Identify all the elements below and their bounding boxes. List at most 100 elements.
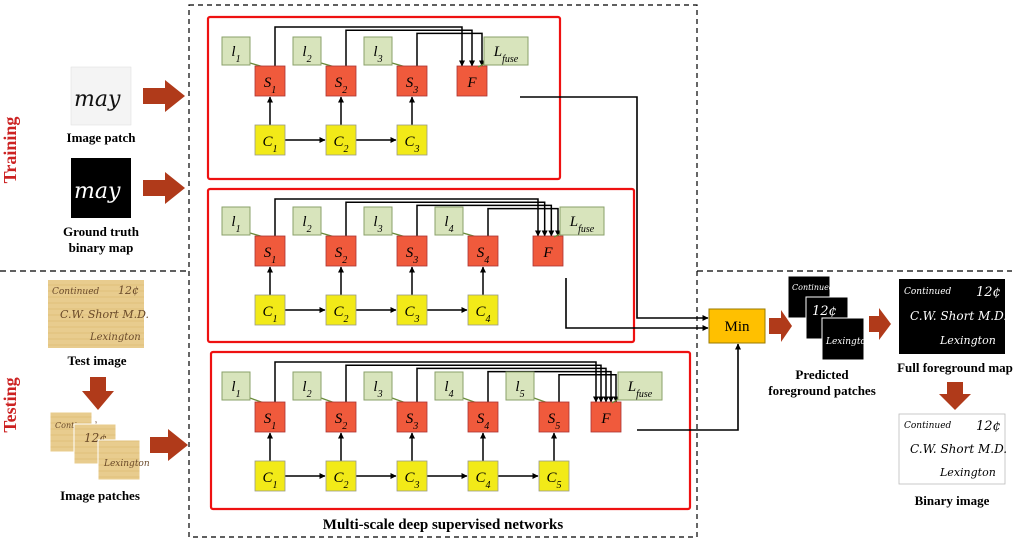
svg-text:Lexington: Lexington (825, 337, 872, 347)
net1-skip-s2 (345, 29, 475, 67)
svg-text:Lexington: Lexington (103, 459, 150, 469)
net3-s5-node (538, 401, 570, 433)
net1-skip-s1 (274, 26, 465, 67)
svg-text:Continued: Continued (904, 287, 952, 297)
net2-lfuse-node (559, 206, 605, 236)
full-foreground-map-thumbnail: Continued 12¢ C.W. Short M.D. Lexington (899, 279, 1007, 354)
network-2-border (206, 187, 636, 344)
ground-truth-thumbnail: may (71, 158, 131, 218)
arrow-patch-to-net (143, 80, 185, 112)
net1-skip-s3 (416, 32, 485, 67)
ground-truth-label-line1: Ground truth (63, 224, 140, 239)
net1-loss2-label: l2 (302, 44, 311, 65)
arrow-predicted-to-full (869, 308, 891, 340)
net3-skip-s1 (274, 361, 599, 403)
net1-c1-label: C1 (262, 134, 277, 155)
net3-s3-label: S3 (406, 411, 419, 432)
net2-loss2-label: l2 (302, 214, 311, 235)
net3-s4-node (467, 401, 499, 433)
net3-s5-label: S5 (548, 411, 561, 432)
net1-s2-label: S2 (335, 75, 348, 96)
net2-skip-s4 (487, 207, 561, 237)
net3-skip-s3 (416, 367, 609, 403)
svg-text:Lexington: Lexington (939, 466, 996, 479)
net3-loss3-node (363, 371, 393, 401)
net3-c5-node (538, 460, 570, 492)
net1-to-min-line (520, 96, 709, 321)
net1-c3-node (396, 124, 428, 156)
net1-s2-node (325, 65, 357, 97)
net3-s1-label: S1 (264, 411, 277, 432)
net2-c4-node (467, 294, 499, 326)
net2-loss4-label: l4 (444, 214, 453, 235)
net1-s1-node (254, 65, 286, 97)
network-2: F Lfuse (206, 187, 636, 344)
net2-s2-label: S2 (335, 245, 348, 266)
full-foreground-label: Full foreground map (897, 360, 1013, 375)
net2-c1-node (254, 294, 286, 326)
network-1-border (206, 15, 562, 181)
net2-to-min-line (565, 278, 709, 331)
net2-loss3-node (363, 206, 393, 236)
svg-text:Lexington: Lexington (89, 332, 141, 343)
net1-s1-label: S1 (264, 75, 277, 96)
net3-c4-label: C4 (475, 470, 490, 491)
svg-text:Continued: Continued (904, 421, 952, 431)
net2-c3-node (396, 294, 428, 326)
net3-c1-node (254, 460, 286, 492)
net1-s3-label: S3 (406, 75, 419, 96)
image-patch-label: Image patch (67, 130, 137, 145)
image-patches-thumbnail: Continued 12¢ Lexington (49, 411, 150, 481)
image-patches-label: Image patches (60, 488, 140, 503)
test-image-label: Test image (67, 353, 126, 368)
net2-s1-label: S1 (264, 245, 277, 266)
test-image-thumbnail: Continued 12¢ C.W. Short M.D. Lexington (48, 280, 149, 348)
training-side-label: Training (0, 117, 20, 184)
net2-c1-label: C1 (262, 304, 277, 325)
net2-c2-label: C2 (333, 304, 348, 325)
net3-loss2-node (292, 371, 322, 401)
ground-truth-label-line2: binary map (69, 240, 134, 255)
binary-image-thumbnail: Continued 12¢ C.W. Short M.D. Lexington (898, 413, 1007, 485)
net2-s3-node (396, 235, 428, 267)
net2-loss4-node (434, 206, 464, 236)
net2-f-label: F (542, 245, 553, 261)
net2-loss3-label: l3 (373, 214, 382, 235)
net3-c2-label: C2 (333, 470, 348, 491)
net2-skip-s1 (274, 198, 541, 237)
net1-f-label: F (466, 75, 477, 91)
net3-skip-s4 (487, 370, 614, 403)
net2-loss1-node (221, 206, 251, 236)
net1-s3-node (396, 65, 428, 97)
net3-c1-label: C1 (262, 470, 277, 491)
predicted-label-line1: Predicted (795, 367, 849, 382)
arrow-min-to-predicted (769, 310, 792, 342)
net3-s2-label: S2 (335, 411, 348, 432)
net2-loss2-node (292, 206, 322, 236)
net3-loss5-label: l5 (515, 379, 524, 400)
net2-c4-label: C4 (475, 304, 490, 325)
net1-f-node (456, 65, 488, 97)
image-patch-thumbnail: may (70, 66, 132, 126)
net2-f-node (532, 235, 564, 267)
net3-c2-node (325, 460, 357, 492)
svg-text:12¢: 12¢ (812, 304, 837, 319)
net2-skip-s2 (345, 201, 548, 237)
net3-loss4-label: l4 (444, 379, 453, 400)
net3-loss3-label: l3 (373, 379, 382, 400)
net2-s2-node (325, 235, 357, 267)
net3-lfuse-node (617, 371, 663, 401)
svg-text:12¢: 12¢ (976, 285, 1001, 300)
net2-lfuse-label: Lfuse (569, 214, 595, 235)
networks-dashed-container (188, 4, 698, 538)
net3-loss1-node (221, 371, 251, 401)
net2-skip-s3 (416, 204, 555, 237)
binary-image-label: Binary image (915, 493, 990, 508)
net3-s2-node (325, 401, 357, 433)
net2-c3-label: C3 (404, 304, 419, 325)
net1-c2-label: C2 (333, 134, 348, 155)
net2-s4-label: S4 (477, 245, 490, 266)
svg-text:may: may (74, 179, 121, 204)
